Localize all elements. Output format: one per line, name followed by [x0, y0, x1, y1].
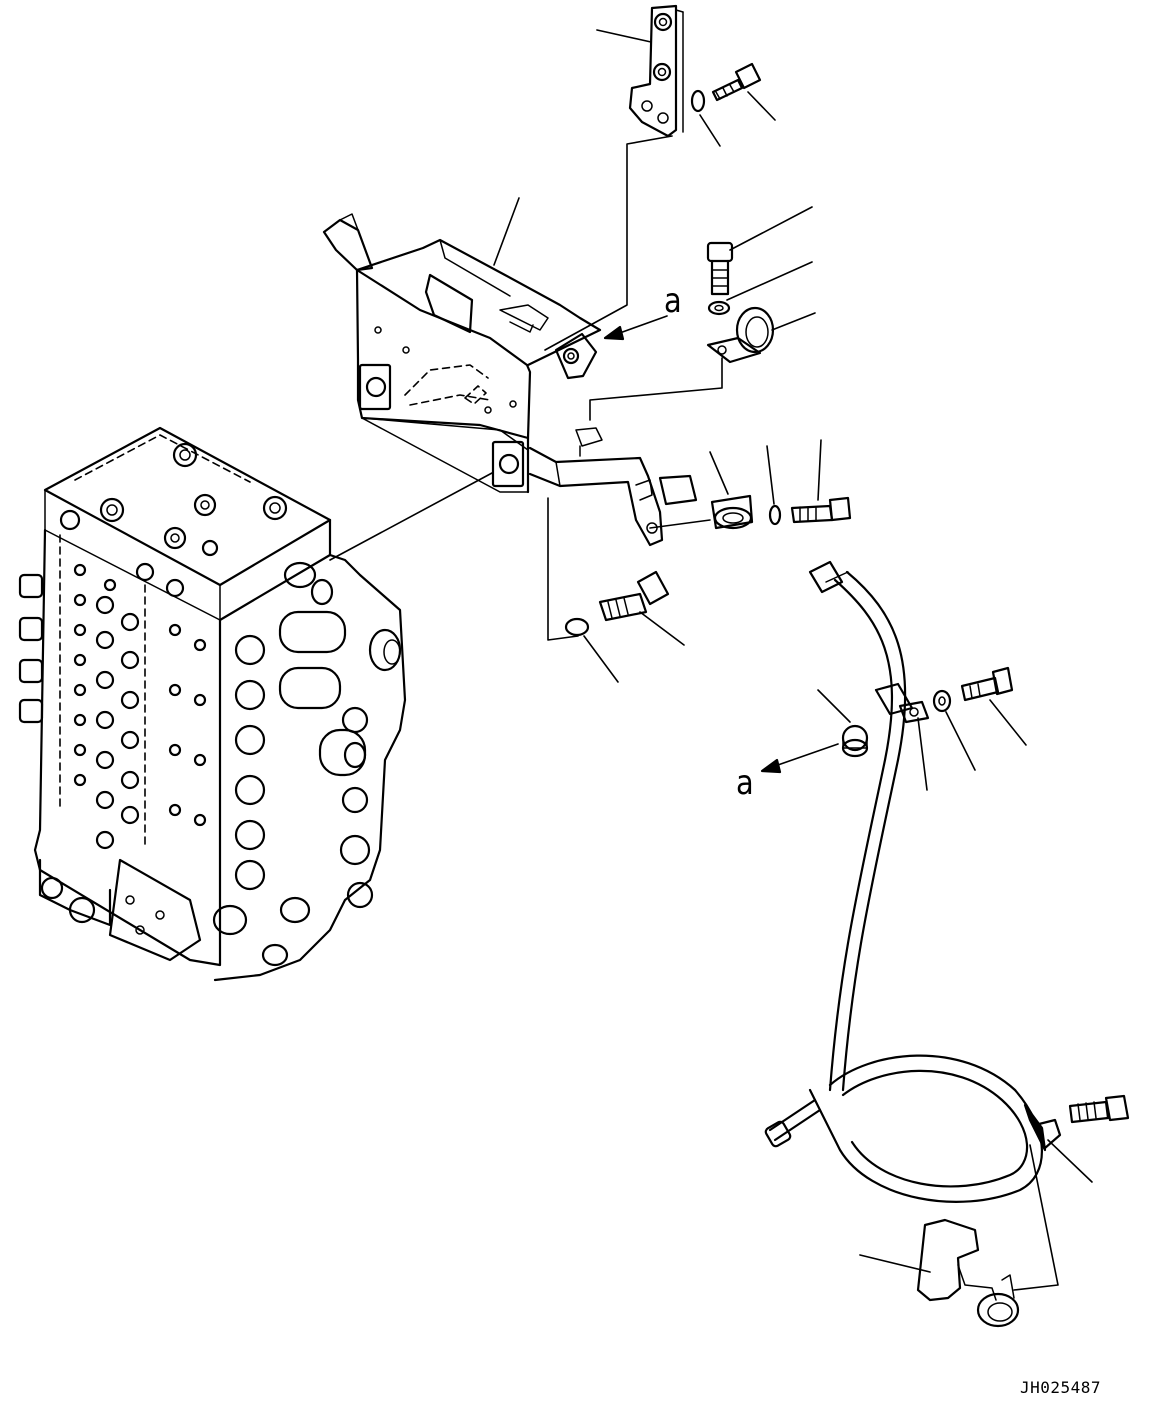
lower-bolt — [598, 570, 670, 622]
top-washer — [690, 89, 706, 113]
drawing-code: JH025487 — [1020, 1378, 1102, 1397]
mid-washer — [768, 504, 782, 526]
view-ref-label-top: a — [664, 281, 682, 321]
top-bolt — [711, 62, 762, 102]
upper-washer — [707, 300, 731, 316]
bottom-bolt — [1068, 1094, 1130, 1124]
pipe-clip — [706, 306, 775, 364]
lower-washer — [564, 617, 590, 637]
top-plate — [628, 4, 684, 138]
bottom-bracket — [916, 1218, 1020, 1328]
hose-clip — [874, 682, 930, 724]
arm-bracket — [528, 427, 698, 547]
view-ref-label-bottom: a — [736, 763, 754, 803]
vertical-bolt — [706, 241, 734, 296]
main-bracket — [322, 213, 602, 494]
hose-bolt — [960, 666, 1014, 702]
control-valve — [18, 426, 407, 982]
hose-washer — [932, 689, 952, 713]
cushion — [710, 494, 754, 530]
mid-bolt — [790, 496, 852, 524]
hose-cushion — [841, 724, 869, 758]
hose-assembly — [764, 560, 1062, 1203]
